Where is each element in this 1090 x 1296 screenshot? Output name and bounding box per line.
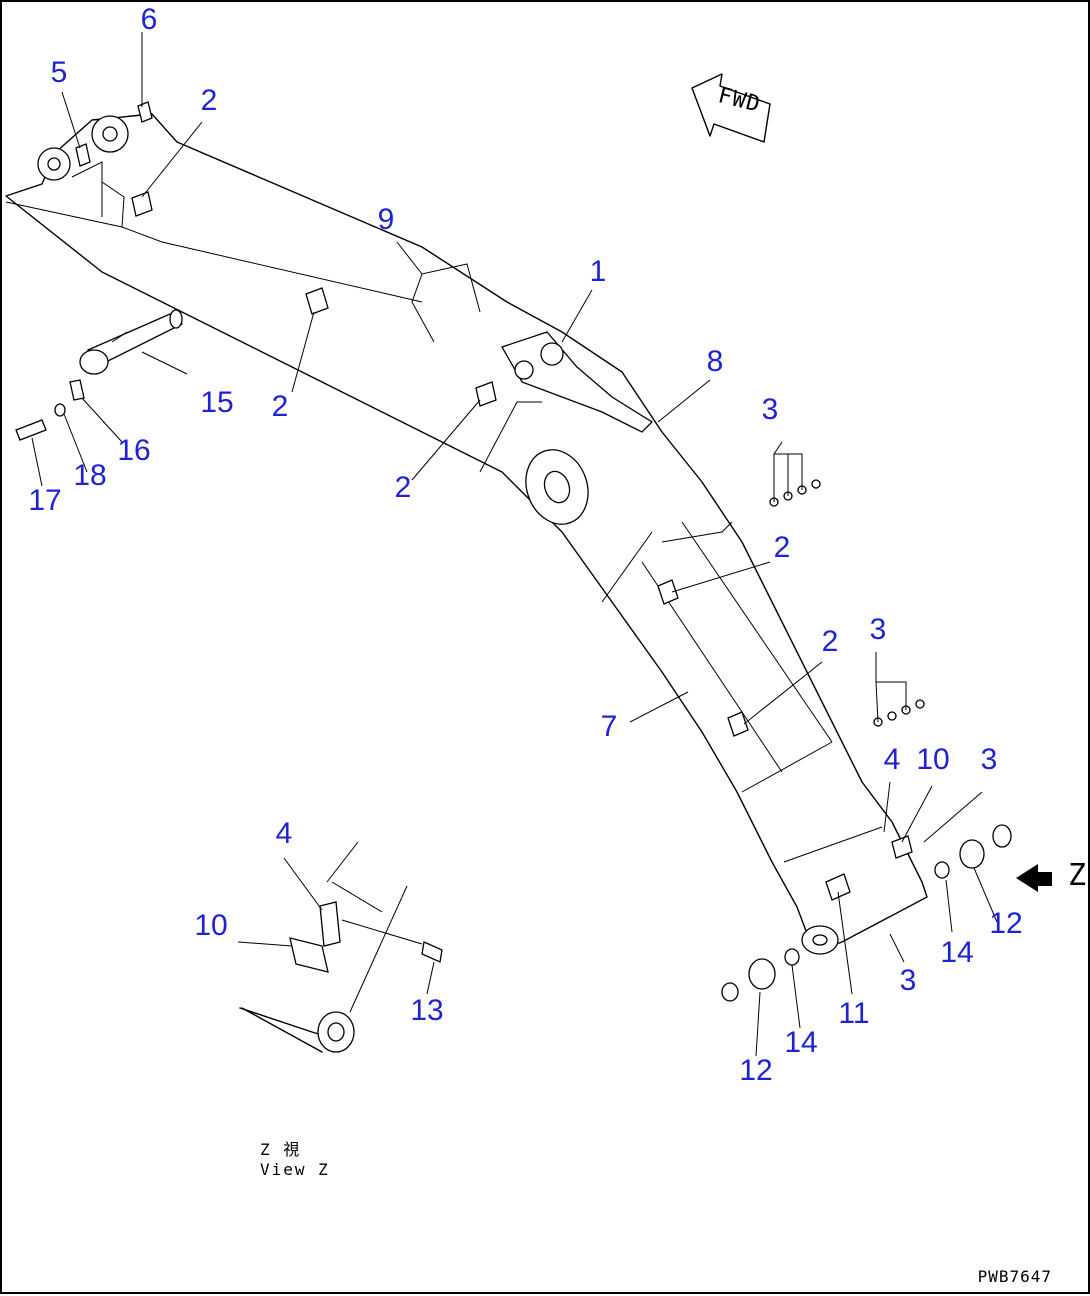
callout-10: 10 — [916, 743, 950, 776]
callout-3: 3 — [761, 393, 779, 426]
boom-top-boss — [801, 925, 839, 955]
callout-4: 4 — [883, 743, 901, 776]
boom-cylinder-bracket — [501, 331, 654, 525]
callout-12: 12 — [989, 907, 1023, 940]
callout-10: 10 — [194, 909, 228, 942]
foot-pin-assembly — [15, 309, 184, 441]
callout-2: 2 — [271, 390, 289, 423]
callout-3: 3 — [869, 613, 887, 646]
view-z-caption-line: View Z — [260, 1160, 330, 1179]
callout-11: 11 — [838, 997, 870, 1030]
forward-arrow-marker — [691, 73, 771, 143]
callout-2: 2 — [394, 471, 412, 504]
view-z-detail — [239, 841, 443, 1053]
view-z-marker: Z — [1068, 858, 1087, 893]
view-z-arrow — [1016, 864, 1052, 892]
callout-4: 4 — [275, 817, 293, 850]
callout-14: 14 — [784, 1026, 818, 1059]
boom-foot — [37, 115, 129, 217]
callout-3: 3 — [899, 964, 917, 997]
leader-lines — [31, 32, 998, 1057]
callout-12: 12 — [739, 1054, 773, 1087]
callout-16: 16 — [117, 434, 151, 467]
callout-15: 15 — [200, 386, 234, 419]
callout-3: 3 — [980, 743, 998, 776]
bolt-groups — [769, 479, 925, 727]
callout-7: 7 — [600, 710, 618, 743]
callout-13: 13 — [410, 994, 444, 1027]
callout-18: 18 — [73, 459, 107, 492]
callout-1: 1 — [589, 255, 607, 288]
callout-2: 2 — [773, 531, 791, 564]
callout-2: 2 — [821, 625, 839, 658]
callout-6: 6 — [140, 3, 158, 36]
view-z-caption: Z 視 View Z — [260, 1140, 330, 1180]
callout-2: 2 — [200, 84, 218, 117]
callout-14: 14 — [940, 936, 974, 969]
callout-5: 5 — [50, 56, 68, 89]
view-z-caption-line: Z 視 — [260, 1140, 302, 1159]
callout-9: 9 — [377, 203, 395, 236]
drawing-code: PWB7647 — [977, 1267, 1052, 1286]
callout-17: 17 — [28, 484, 62, 517]
bushings — [721, 824, 1012, 1002]
callout-8: 8 — [706, 345, 724, 378]
